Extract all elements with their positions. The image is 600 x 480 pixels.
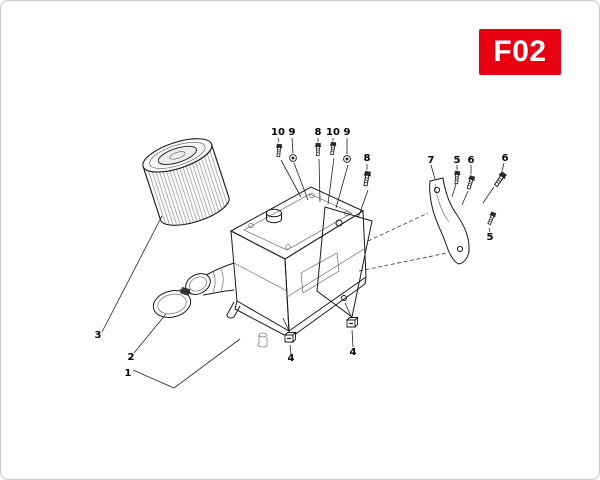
side-panel [316, 206, 373, 318]
callout-9b: 9 [344, 127, 351, 138]
air-filter-element [142, 138, 230, 226]
screw-icon [485, 210, 498, 226]
washer-icon [343, 155, 351, 163]
screw-icon [314, 142, 322, 157]
callout-4a: 4 [288, 353, 295, 364]
callout-8b: 8 [364, 153, 371, 164]
callout-labels: 10 9 8 10 9 8 7 5 6 6 5 4 4 3 2 1 [95, 127, 509, 379]
hose-clamp [152, 287, 192, 318]
figure-code-badge: F02 [479, 29, 561, 75]
screw-icon [492, 170, 509, 189]
clip-icon [346, 316, 359, 328]
screw-icon [452, 170, 462, 185]
callout-5b: 5 [487, 232, 494, 243]
callout-6a: 6 [468, 155, 475, 166]
callout-6b: 6 [502, 153, 509, 164]
leader-lines [101, 137, 505, 389]
fastener-icons [274, 141, 509, 343]
callout-3: 3 [95, 330, 102, 341]
screw-icon [274, 143, 284, 158]
callout-4b: 4 [350, 347, 357, 358]
screw-icon [361, 170, 373, 187]
screw-icon [328, 141, 338, 156]
callout-9a: 9 [289, 127, 296, 138]
intake-boot [185, 262, 235, 296]
callout-2: 2 [128, 352, 135, 363]
clip-icon [284, 331, 297, 343]
assembly-axis-lines [358, 212, 448, 272]
callout-10b: 10 [326, 127, 340, 138]
callout-1: 1 [125, 368, 132, 379]
callout-5a: 5 [454, 155, 461, 166]
screw-icon [464, 174, 477, 191]
callout-8a: 8 [315, 127, 322, 138]
mounting-bracket [429, 177, 470, 265]
washer-icon [289, 154, 297, 162]
callout-10a: 10 [271, 127, 285, 138]
callout-7: 7 [428, 155, 435, 166]
airbox-housing [226, 186, 373, 348]
